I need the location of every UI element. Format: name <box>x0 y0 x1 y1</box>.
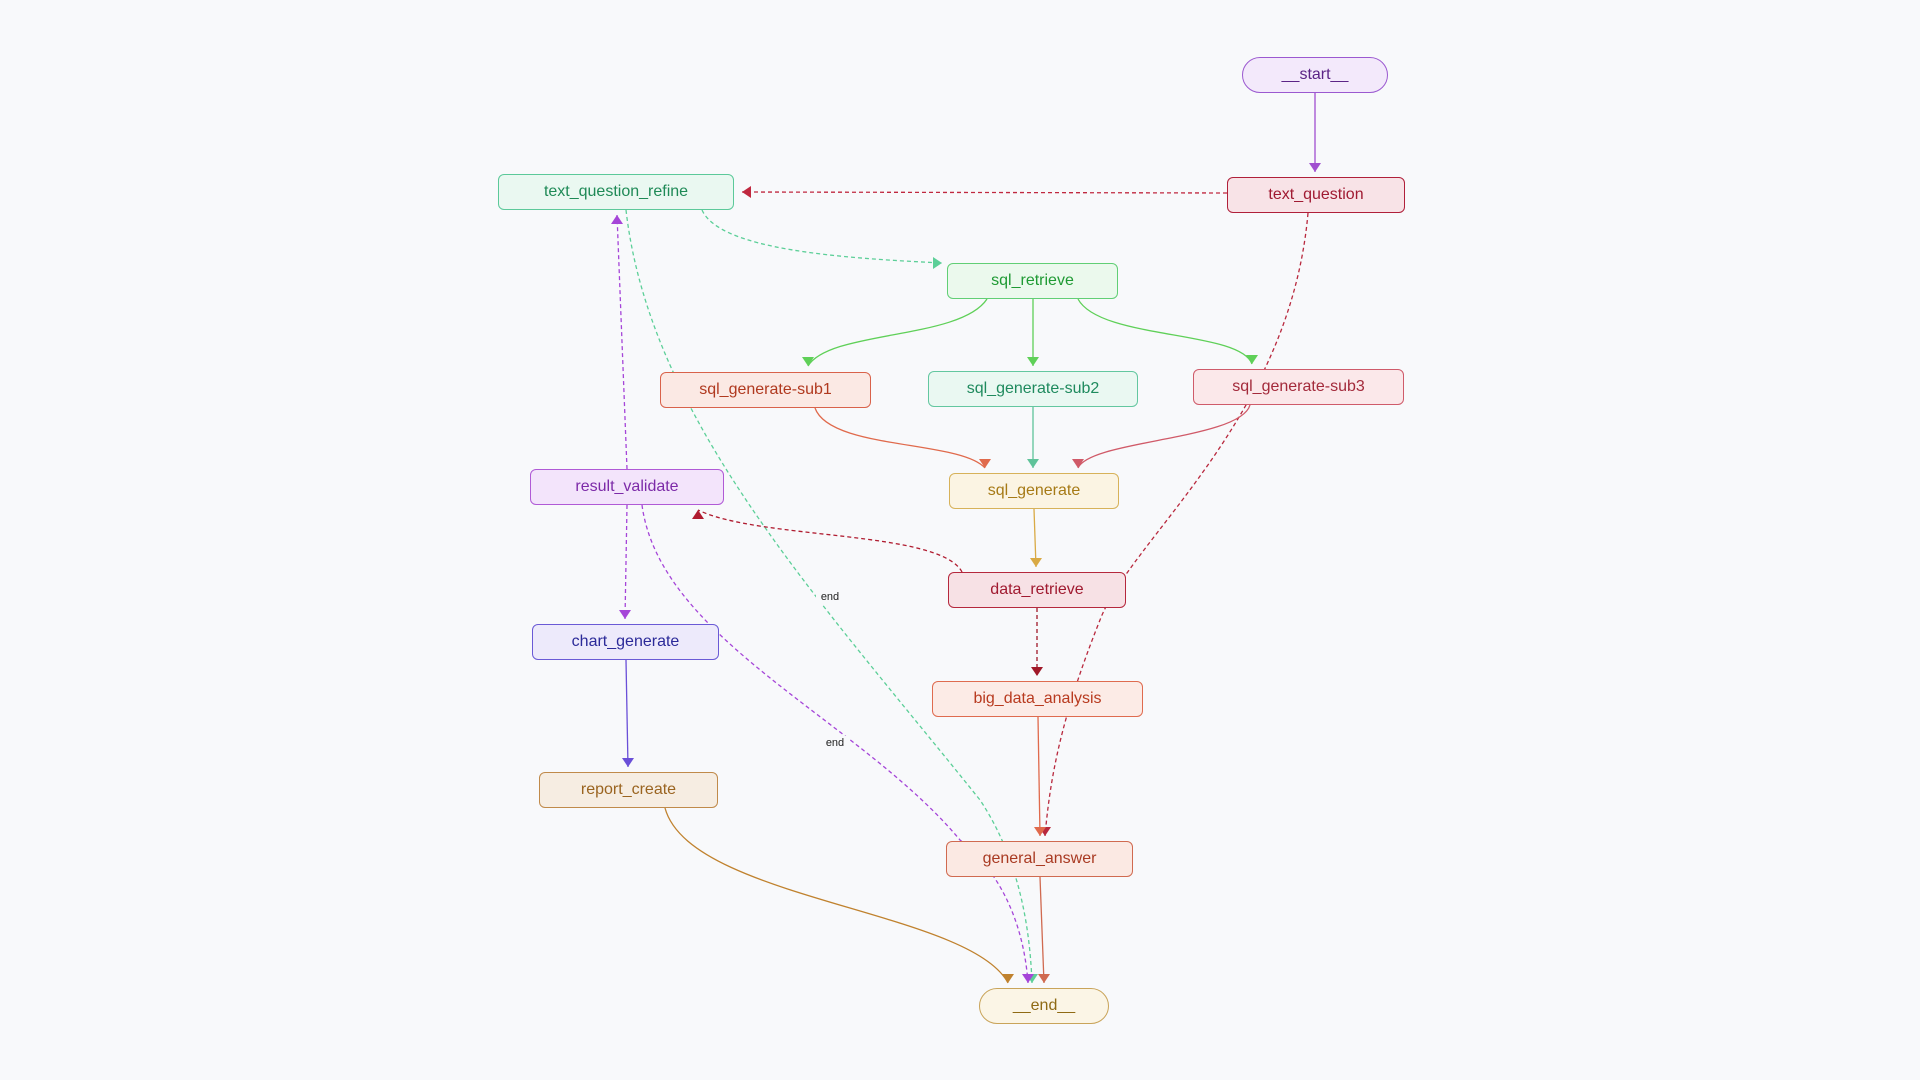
edge-chart_generate-report_create <box>625 659 629 768</box>
node-data-retrieve[interactable]: data_retrieve <box>948 572 1126 608</box>
node-sql-generate-sub1[interactable]: sql_generate-sub1 <box>660 372 871 408</box>
node-report-create[interactable]: report_create <box>539 772 718 808</box>
edge-label-bg <box>821 736 849 750</box>
node-sql-retrieve[interactable]: sql_retrieve <box>947 263 1118 299</box>
edge-sub3-sql_generate <box>1077 404 1251 469</box>
edge-result_validate-end <box>641 504 1029 984</box>
node-big-data-analysis[interactable]: big_data_analysis <box>932 681 1143 717</box>
edge-result_validate-refine <box>616 214 628 470</box>
edge-sql_retrieve-sub3 <box>1077 298 1253 365</box>
arrowhead-sub2-sql_generate <box>1027 459 1039 468</box>
arrowhead-result_validate-end <box>1022 974 1034 983</box>
edge-big_data_analysis-general_answer <box>1037 716 1041 837</box>
arrowhead-refine-sql_retrieve <box>933 257 942 269</box>
arrowhead-sql_retrieve-sub3 <box>1246 355 1258 364</box>
arrowhead-chart_generate-report_create <box>622 758 634 767</box>
node-sql-generate[interactable]: sql_generate <box>949 473 1119 509</box>
arrowhead-big_data_analysis-general_answer <box>1034 827 1046 836</box>
edge-sql_retrieve-sub1 <box>807 298 988 367</box>
arrowhead-sub1-sql_generate <box>979 459 991 468</box>
arrowhead-result_validate-refine <box>611 215 623 224</box>
edge-refine-sql_retrieve <box>701 209 943 264</box>
arrowhead-sql_generate-data_retrieve <box>1030 558 1042 567</box>
edge-label-bg <box>816 590 844 604</box>
node-chart-generate[interactable]: chart_generate <box>532 624 719 660</box>
edge-text_question-refine <box>741 191 1228 194</box>
edge-sql_generate-data_retrieve <box>1033 508 1037 568</box>
edge-refine-end <box>625 209 1033 984</box>
arrowhead-general_answer-end <box>1038 974 1050 983</box>
edge-label-result_validate-end: end <box>826 737 844 749</box>
arrowhead-sql_retrieve-sub1 <box>802 357 814 366</box>
node-text-question-refine[interactable]: text_question_refine <box>498 174 734 210</box>
arrowhead-sub3-sql_generate <box>1072 459 1084 468</box>
arrowhead-data_retrieve-result_validate <box>692 510 704 519</box>
node-start[interactable]: __start__ <box>1242 57 1388 93</box>
edge-data_retrieve-result_validate <box>697 509 963 573</box>
edge-result_validate-chart_generate <box>624 504 628 620</box>
node-general-answer[interactable]: general_answer <box>946 841 1133 877</box>
node-sql-generate-sub3[interactable]: sql_generate-sub3 <box>1193 369 1404 405</box>
arrowhead-data_retrieve-big_data_analysis <box>1031 667 1043 676</box>
arrowhead-start-text_question <box>1309 163 1321 172</box>
node-result-validate[interactable]: result_validate <box>530 469 724 505</box>
node-end[interactable]: __end__ <box>979 988 1109 1024</box>
edge-sub1-sql_generate <box>814 407 986 469</box>
arrowhead-sql_retrieve-sub2 <box>1027 357 1039 366</box>
node-sql-generate-sub2[interactable]: sql_generate-sub2 <box>928 371 1138 407</box>
arrowhead-text_question-refine <box>742 186 751 198</box>
edge-label-refine-end: end <box>821 591 839 603</box>
node-text-question[interactable]: text_question <box>1227 177 1405 213</box>
arrowhead-result_validate-chart_generate <box>619 610 631 619</box>
edge-general_answer-end <box>1039 876 1045 984</box>
arrowhead-report_create-end <box>1002 974 1014 983</box>
edge-text_question-general_answer <box>1044 212 1309 837</box>
edge-report_create-end <box>664 807 1009 984</box>
